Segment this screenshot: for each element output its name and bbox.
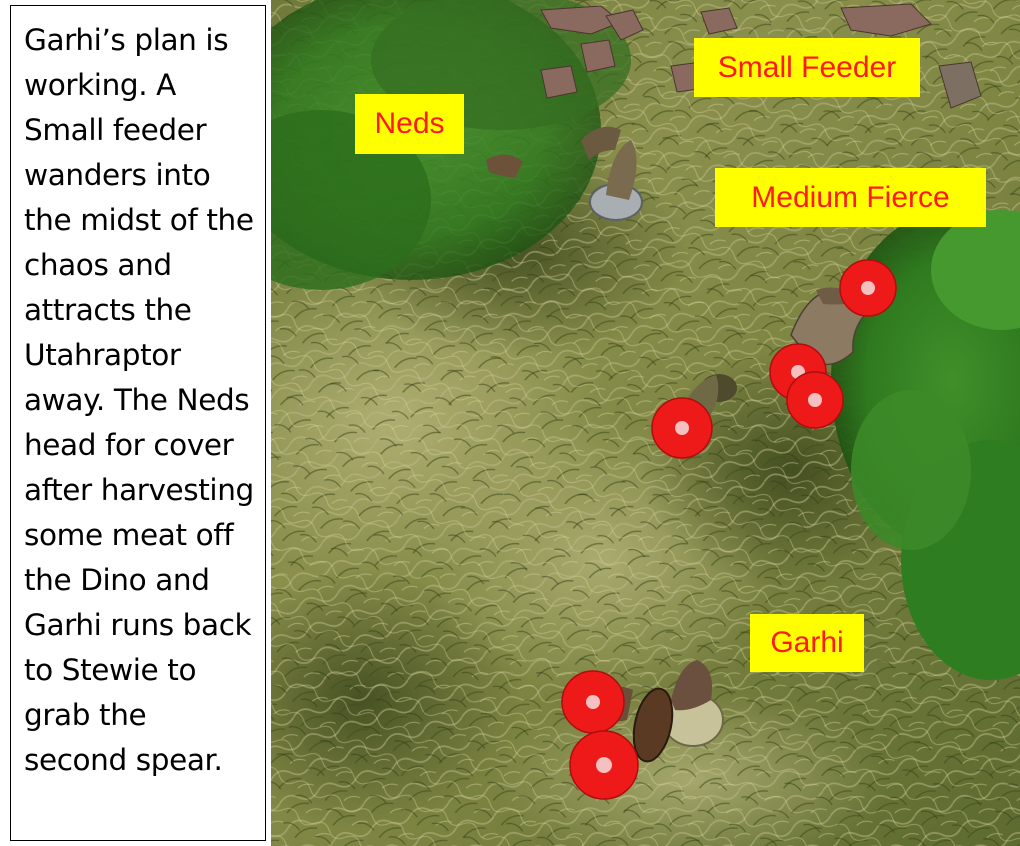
wound-token xyxy=(569,730,639,800)
miniature-ned xyxy=(486,154,523,178)
caption-box: Garhi’s plan is working. A Small feeder … xyxy=(10,5,266,841)
wound-token xyxy=(786,371,844,429)
label-garhi: Garhi xyxy=(750,614,864,672)
label-small-feeder: Small Feeder xyxy=(694,38,920,97)
bush-top-left xyxy=(271,0,631,290)
red-wound-tokens xyxy=(561,259,897,800)
wound-token xyxy=(839,259,897,317)
wound-token xyxy=(561,670,625,734)
wound-token xyxy=(651,397,713,459)
label-neds: Neds xyxy=(355,94,464,154)
label-medium-fierce: Medium Fierce xyxy=(715,168,986,227)
miniature-small-feeder xyxy=(581,126,643,221)
photo-illustration xyxy=(271,0,1020,846)
tabletop-photo xyxy=(271,0,1020,846)
caption-text: Garhi’s plan is working. A Small feeder … xyxy=(24,23,254,777)
